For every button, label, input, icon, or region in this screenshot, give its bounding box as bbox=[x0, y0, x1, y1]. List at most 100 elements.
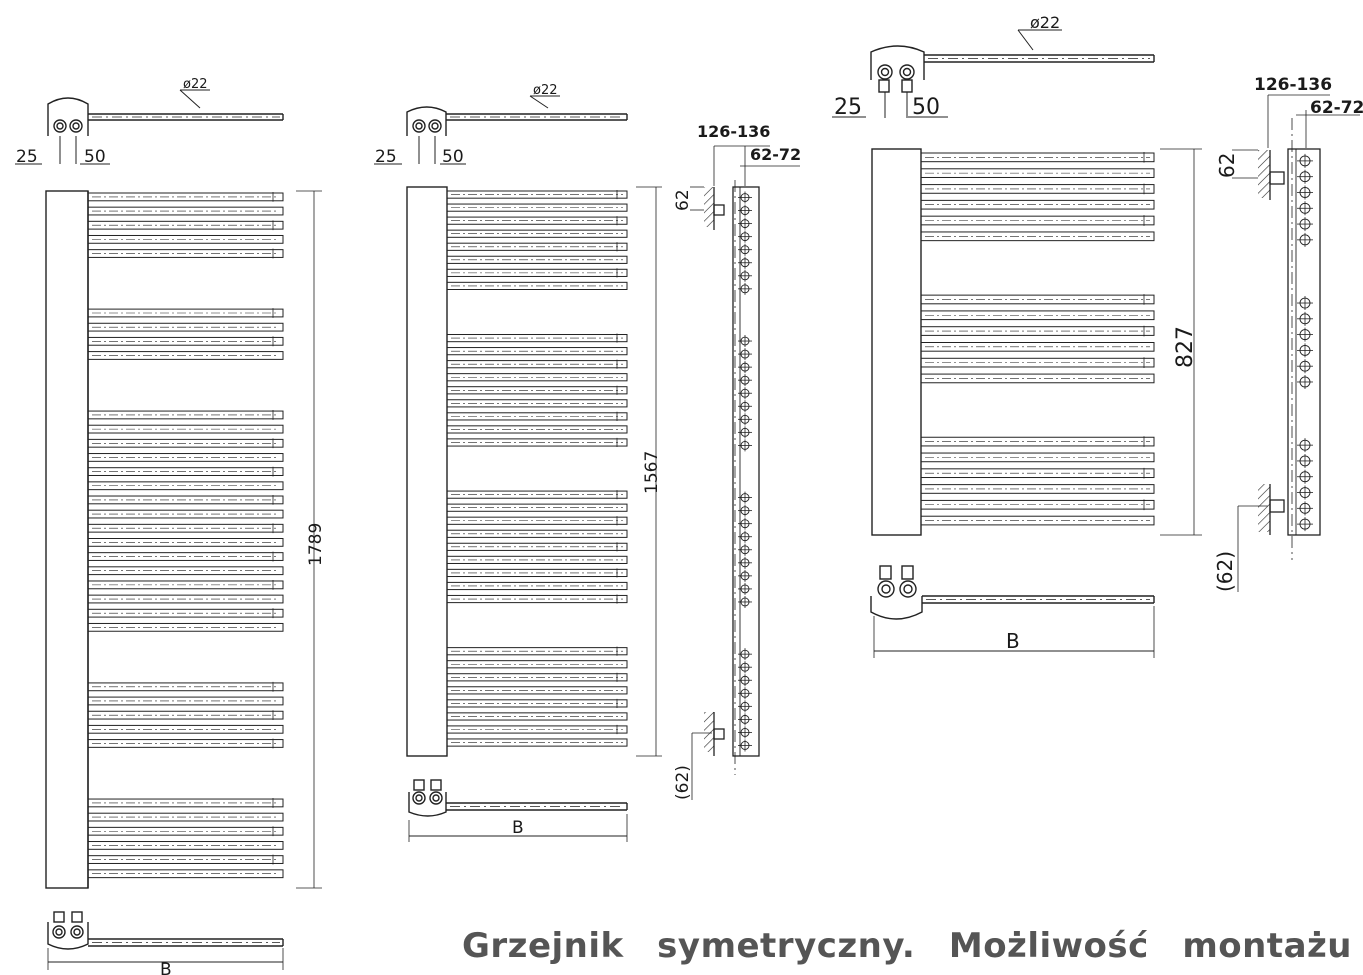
tube-marker bbox=[738, 204, 752, 217]
tube bbox=[920, 215, 1155, 226]
tube bbox=[87, 724, 284, 734]
side-view bbox=[1232, 94, 1360, 592]
tube bbox=[446, 411, 628, 421]
tube bbox=[87, 466, 284, 477]
width-label: B bbox=[512, 818, 524, 838]
tube-marker bbox=[1297, 232, 1313, 247]
tube bbox=[920, 168, 1155, 178]
top-plan-view bbox=[15, 89, 284, 165]
tube bbox=[87, 579, 284, 590]
tube bbox=[446, 529, 628, 538]
tube-marker bbox=[738, 335, 752, 348]
tube bbox=[920, 499, 1155, 511]
tube bbox=[87, 594, 284, 604]
tube-marker bbox=[738, 269, 752, 282]
tube-marker bbox=[738, 713, 752, 726]
view-1789: ø22 25 50 1789 B bbox=[15, 77, 326, 975]
tube bbox=[446, 712, 628, 721]
axis-right-label: 50 bbox=[912, 95, 940, 120]
tube bbox=[920, 231, 1155, 242]
tube bbox=[87, 509, 284, 519]
tube-marker bbox=[738, 361, 752, 374]
tube bbox=[446, 672, 628, 682]
height-label: 1567 bbox=[642, 451, 662, 494]
tube bbox=[920, 452, 1155, 463]
tube-marker bbox=[738, 582, 752, 595]
tube bbox=[446, 594, 628, 604]
tube bbox=[446, 581, 628, 591]
top-offset-label: 62 bbox=[673, 189, 693, 211]
tube bbox=[446, 490, 628, 500]
axis-left-label: 25 bbox=[375, 147, 397, 167]
tube bbox=[446, 203, 628, 212]
tube bbox=[87, 410, 284, 420]
tube bbox=[920, 373, 1155, 384]
bottom-plan-view bbox=[47, 911, 284, 970]
tube-rows bbox=[920, 152, 1155, 526]
axis-right-label: 50 bbox=[442, 147, 464, 167]
tube bbox=[87, 551, 284, 562]
tube bbox=[446, 542, 628, 552]
tube bbox=[920, 152, 1155, 163]
view-1567: ø22 25 50 1567 bbox=[374, 83, 801, 842]
tube bbox=[446, 555, 628, 564]
tube-marker bbox=[738, 491, 752, 504]
tube bbox=[446, 216, 628, 226]
tube-marker bbox=[1297, 517, 1313, 532]
tube bbox=[87, 566, 284, 576]
tube bbox=[87, 696, 284, 706]
top-plan-view bbox=[374, 95, 628, 165]
width-label: B bbox=[1006, 629, 1020, 653]
tube bbox=[87, 738, 284, 749]
tube-marker bbox=[738, 439, 752, 452]
tube bbox=[920, 342, 1155, 352]
axis-left-label: 25 bbox=[834, 95, 862, 120]
tube-marker bbox=[1297, 343, 1313, 358]
wall-range-label: 62-72 bbox=[750, 145, 801, 164]
tube bbox=[446, 229, 628, 238]
height-label: 827 bbox=[1173, 326, 1198, 368]
tube bbox=[87, 481, 284, 491]
tube bbox=[87, 854, 284, 865]
tube-marker bbox=[738, 517, 752, 530]
tube bbox=[446, 516, 628, 526]
tube bbox=[87, 336, 284, 347]
tube-rows bbox=[87, 192, 284, 879]
tube bbox=[446, 347, 628, 356]
top-plan-view bbox=[832, 29, 1155, 118]
tube bbox=[446, 646, 628, 656]
tube-marker bbox=[738, 217, 752, 230]
tube-marker bbox=[738, 374, 752, 387]
depth-range-label: 126-136 bbox=[697, 122, 770, 141]
tube bbox=[446, 503, 628, 512]
tube-marker bbox=[738, 595, 752, 608]
tube bbox=[446, 698, 628, 708]
tube-marker bbox=[738, 230, 752, 243]
tube bbox=[87, 424, 284, 434]
top-offset-label: 62 bbox=[1215, 153, 1239, 178]
tube bbox=[87, 308, 284, 318]
view-827: ø22 25 50 827 bbox=[832, 13, 1363, 658]
tube-marker bbox=[738, 504, 752, 517]
tube bbox=[87, 608, 284, 619]
tube bbox=[446, 268, 628, 278]
tube-marker bbox=[738, 700, 752, 713]
tube bbox=[87, 495, 284, 505]
bottom-offset-label: (62) bbox=[673, 765, 693, 800]
tube bbox=[920, 436, 1155, 447]
tube bbox=[446, 437, 628, 448]
tube bbox=[920, 199, 1155, 210]
tube bbox=[446, 190, 628, 200]
tube-marker bbox=[738, 739, 752, 752]
side-tube-markers bbox=[1297, 153, 1313, 532]
bottom-offset-label: (62) bbox=[1213, 551, 1237, 592]
tube-marker bbox=[1297, 485, 1313, 500]
tube bbox=[87, 523, 284, 534]
front-view bbox=[45, 190, 322, 889]
tube-marker bbox=[738, 413, 752, 426]
tube bbox=[87, 826, 284, 837]
bottom-plan-view bbox=[408, 779, 628, 842]
tube bbox=[87, 622, 284, 632]
tube-marker bbox=[738, 569, 752, 582]
tube bbox=[87, 869, 284, 879]
